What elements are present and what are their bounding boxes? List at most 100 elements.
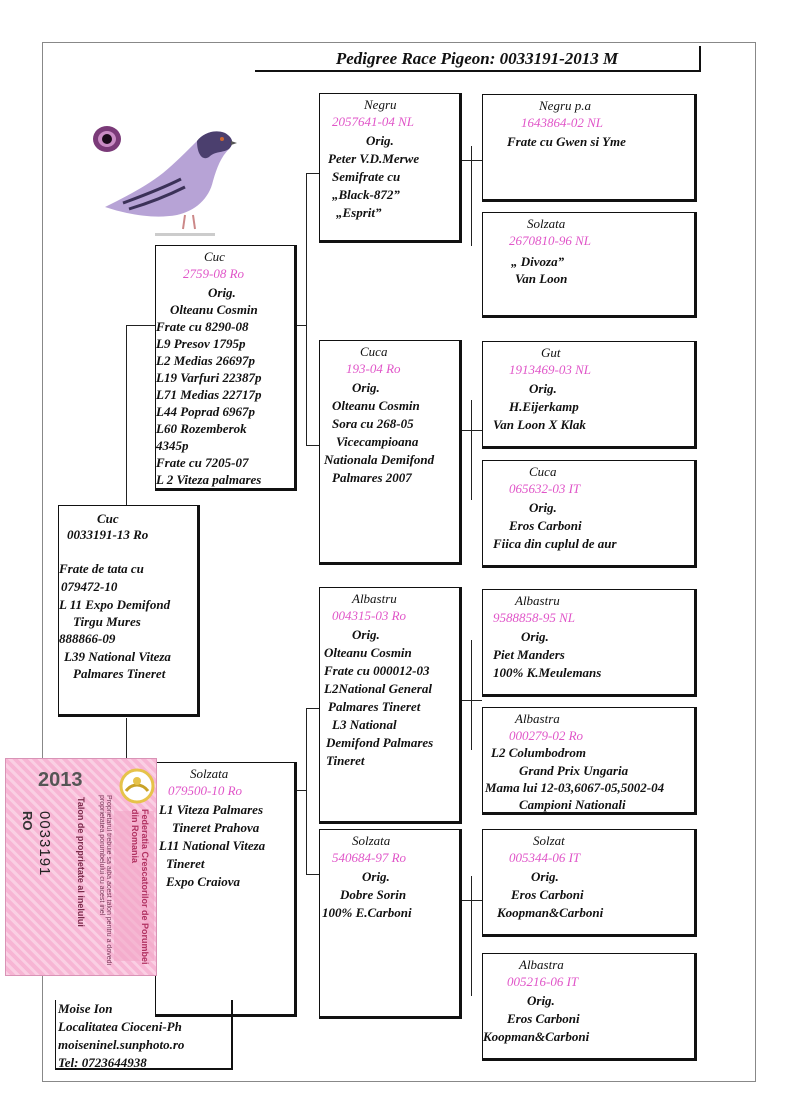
great-grandparent-box: Solzat 005344-06 IT Orig. Eros Carboni K… [482, 829, 697, 937]
ggp-line: Orig. [529, 499, 557, 516]
ggp-line: Van Loon X Klak [493, 416, 586, 433]
ggp-ring: 9588858-95 NL [493, 609, 575, 626]
subject-line: 0033191-13 Ro [67, 526, 148, 543]
ggp-line: Fiica din cuplul de aur [493, 535, 617, 552]
grandparent-box: Cuca 193-04 Ro Orig. Olteanu Cosmin Sora… [319, 340, 462, 565]
ggp-ring: 000279-02 Ro [509, 727, 583, 744]
subject-line: 888866-09 [59, 630, 115, 647]
ggp-color: Cuca [529, 463, 556, 480]
gp-line: Frate cu 000012-03 [324, 662, 429, 679]
ggp-line: Eros Carboni [511, 886, 584, 903]
subject-line: L39 National Viteza [64, 648, 171, 665]
connector [126, 325, 156, 326]
ggp-line: Orig. [527, 992, 555, 1009]
card-note: Proprietarul trebuie sa aiba acest talon… [88, 795, 112, 973]
ggp-line: Van Loon [515, 270, 567, 287]
dam-line: Tineret Prahova [172, 819, 259, 836]
gp-ring: 193-04 Ro [346, 360, 401, 377]
gp-color: Negru [364, 96, 397, 113]
sire-line: L60 Rozemberok [156, 420, 247, 437]
sire-box: Cuc 2759-08 Ro Orig. Olteanu Cosmin Frat… [155, 245, 297, 491]
ggp-line: Frate cu Gwen si Yme [507, 133, 626, 150]
gp-ring: 540684-97 Ro [332, 849, 406, 866]
gp-line: L2National General [324, 680, 432, 697]
card-ring-number: 0033191 [36, 811, 53, 876]
ggp-color: Negru p.a [539, 97, 591, 114]
ring-ownership-card: 2013 RO 0033191 Talon de proprietate al … [5, 758, 157, 976]
gp-line: Olteanu Cosmin [324, 644, 412, 661]
gp-line: L3 National [332, 716, 397, 733]
sire-ring: 2759-08 Ro [183, 265, 244, 282]
gp-line: 100% E.Carboni [322, 904, 412, 921]
card-country: RO [20, 811, 35, 831]
great-grandparent-box: Albastra 000279-02 Ro L2 Columbodrom Gra… [482, 707, 697, 815]
sire-line: L9 Presov 1795p [156, 335, 246, 352]
ggp-line: Orig. [521, 628, 549, 645]
connector [462, 430, 482, 431]
grandparent-box: Albastru 004315-03 Ro Orig. Olteanu Cosm… [319, 587, 462, 824]
connector [462, 160, 482, 161]
ggp-line: Orig. [531, 868, 559, 885]
sire-line: 4345p [156, 437, 189, 454]
dam-color: Solzata [190, 765, 228, 782]
gp-line: Sora cu 268-05 [332, 415, 414, 432]
ggp-line: Grand Prix Ungaria [519, 762, 628, 779]
subject-box: Cuc 0033191-13 Ro Frate de tata cu 07947… [58, 505, 200, 717]
breeder-locality: Localitatea Cioceni-Ph [56, 1018, 231, 1036]
ggp-line: Mama lui 12-03,6067-05,5002-04 [485, 779, 664, 796]
connector [462, 900, 482, 901]
connector [306, 173, 320, 174]
connector [471, 146, 472, 246]
subject-line: Tirgu Mures [73, 613, 141, 630]
ggp-ring: 065632-03 IT [509, 480, 580, 497]
gp-line: Palmares 2007 [332, 469, 412, 486]
subject-line: L 11 Expo Demifond [59, 596, 170, 613]
connector [471, 876, 472, 996]
gp-line: Orig. [352, 626, 380, 643]
breeder-name: Moise Ion [56, 1000, 231, 1018]
dam-line: L11 National Viteza [159, 837, 265, 854]
great-grandparent-box: Solzata 2670810-96 NL „ Divoza” Van Loon [482, 212, 697, 318]
gp-color: Cuca [360, 343, 387, 360]
grandparent-box: Solzata 540684-97 Ro Orig. Dobre Sorin 1… [319, 829, 462, 1019]
sire-line: Frate cu 7205-07 [156, 454, 248, 471]
subject-line: Frate de tata cu [59, 560, 144, 577]
ggp-line: H.Eijerkamp [509, 398, 579, 415]
breeder-website: moiseninel.sunphoto.ro [56, 1036, 231, 1054]
great-grandparent-box: Negru p.a 1643864-02 NL Frate cu Gwen si… [482, 94, 697, 202]
gp-ring: 2057641-04 NL [332, 113, 414, 130]
connector [306, 173, 307, 445]
subject-line: Palmares Tineret [73, 665, 165, 682]
sire-line: Olteanu Cosmin [170, 301, 258, 318]
sire-line: L19 Varfuri 22387p [156, 369, 261, 386]
dam-line: Expo Craiova [166, 873, 240, 890]
dam-ring: 079500-10 Ro [168, 782, 242, 799]
subject-line: 079472-10 [61, 578, 117, 595]
dam-line: L1 Viteza Palmares [159, 801, 263, 818]
gp-color: Solzata [352, 832, 390, 849]
ggp-color: Solzata [527, 215, 565, 232]
gp-ring: 004315-03 Ro [332, 607, 406, 624]
dam-box: Solzata 079500-10 Ro L1 Viteza Palmares … [155, 762, 297, 1017]
ggp-ring: 005344-06 IT [509, 849, 580, 866]
gp-line: Tineret [326, 752, 365, 769]
gp-line: Orig. [362, 868, 390, 885]
gp-line: Vicecampioana [336, 433, 418, 450]
sire-line: L71 Medias 22717p [156, 386, 261, 403]
breeder-contact: Moise Ion Localitatea Cioceni-Ph moiseni… [55, 1000, 233, 1070]
gp-line: „Black-872” [332, 186, 400, 203]
ggp-ring: 005216-06 IT [507, 973, 578, 990]
page-title: Pedigree Race Pigeon: 0033191-2013 M [255, 46, 701, 72]
ggp-line: Eros Carboni [507, 1010, 580, 1027]
gp-line: „Esprit” [336, 204, 382, 221]
sire-line: L2 Medias 26697p [156, 352, 255, 369]
ggp-line: Piet Manders [493, 646, 565, 663]
sire-line: Orig. [208, 284, 236, 301]
great-grandparent-box: Cuca 065632-03 IT Orig. Eros Carboni Fii… [482, 460, 697, 568]
gp-line: Olteanu Cosmin [332, 397, 420, 414]
great-grandparent-box: Gut 1913469-03 NL Orig. H.Eijerkamp Van … [482, 341, 697, 449]
great-grandparent-box: Albastra 005216-06 IT Orig. Eros Carboni… [482, 953, 697, 1061]
connector [306, 708, 320, 709]
ggp-color: Solzat [533, 832, 565, 849]
connector [471, 640, 472, 750]
